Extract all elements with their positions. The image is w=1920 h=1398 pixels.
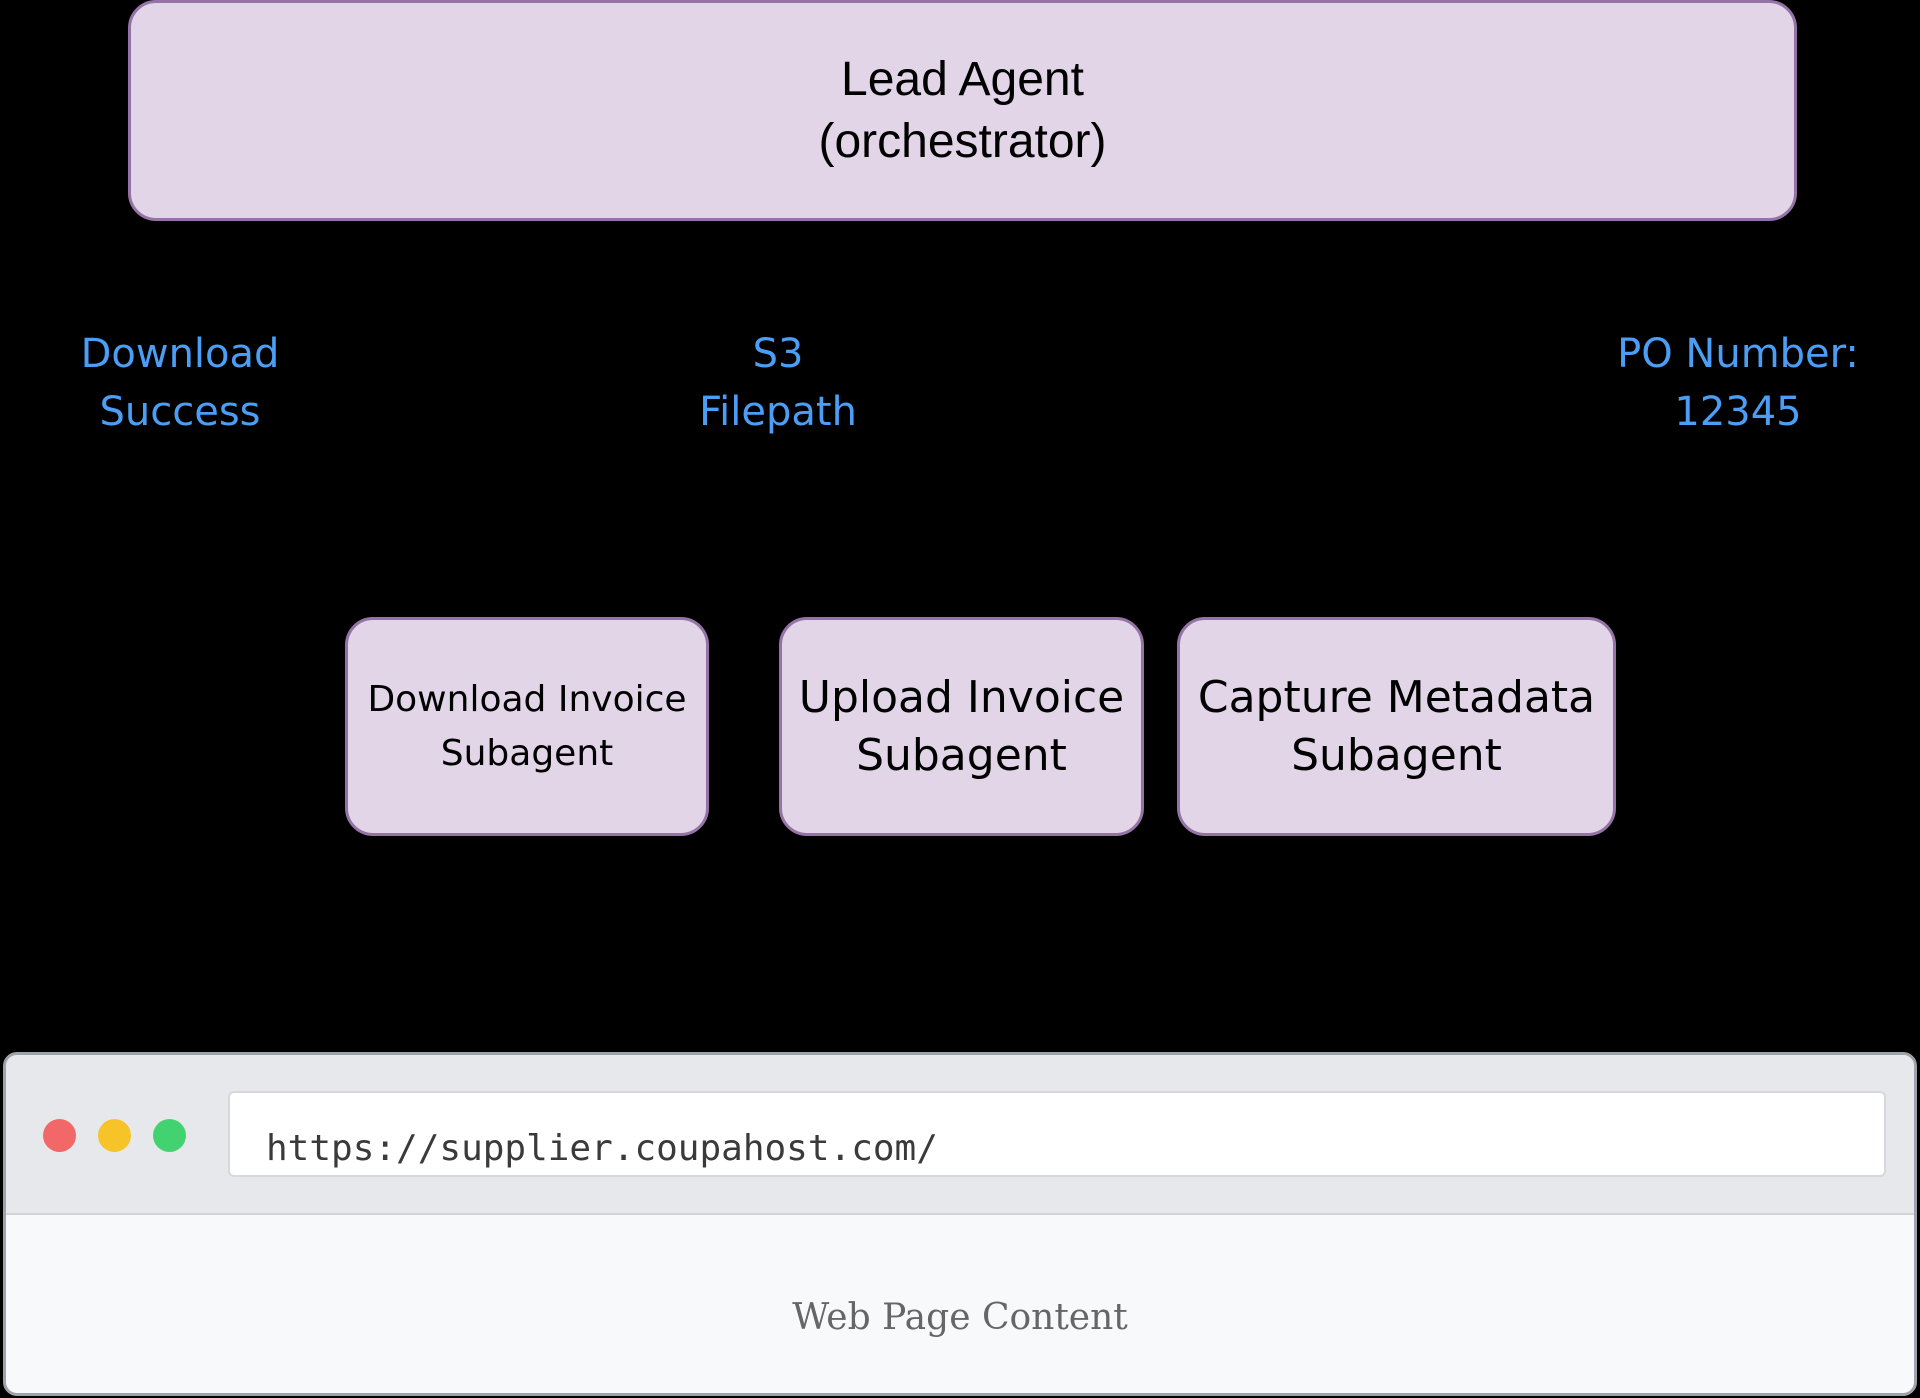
- download-invoice-subagent-node: Download Invoice Subagent: [345, 617, 709, 836]
- browser-toolbar: https://supplier.coupahost.com/: [6, 1055, 1914, 1215]
- upload-invoice-subagent-node: Upload Invoice Subagent: [779, 617, 1144, 836]
- lead-agent-node: Lead Agent (orchestrator): [128, 0, 1797, 221]
- upload-invoice-subagent-label: Upload Invoice Subagent: [798, 671, 1125, 781]
- edge-label-s3-filepath: S3 Filepath: [699, 331, 857, 435]
- browser-window: https://supplier.coupahost.com/ Web Page…: [3, 1052, 1917, 1396]
- lead-agent-label: Lead Agent (orchestrator): [818, 52, 1107, 168]
- capture-metadata-subagent-label: Capture Metadata Subagent: [1197, 671, 1596, 781]
- close-window-dot-icon[interactable]: [43, 1119, 76, 1152]
- edge-label-po-number: PO Number: 12345: [1617, 331, 1859, 435]
- web-page-content: Web Page Content: [792, 1296, 1128, 1338]
- edge-label-download-success: Download Success: [80, 331, 280, 435]
- download-invoice-subagent-label: Download Invoice Subagent: [367, 678, 687, 774]
- minimize-window-dot-icon[interactable]: [98, 1119, 131, 1152]
- address-bar[interactable]: https://supplier.coupahost.com/: [228, 1091, 1886, 1177]
- capture-metadata-subagent-node: Capture Metadata Subagent: [1177, 617, 1616, 836]
- maximize-window-dot-icon[interactable]: [153, 1119, 186, 1152]
